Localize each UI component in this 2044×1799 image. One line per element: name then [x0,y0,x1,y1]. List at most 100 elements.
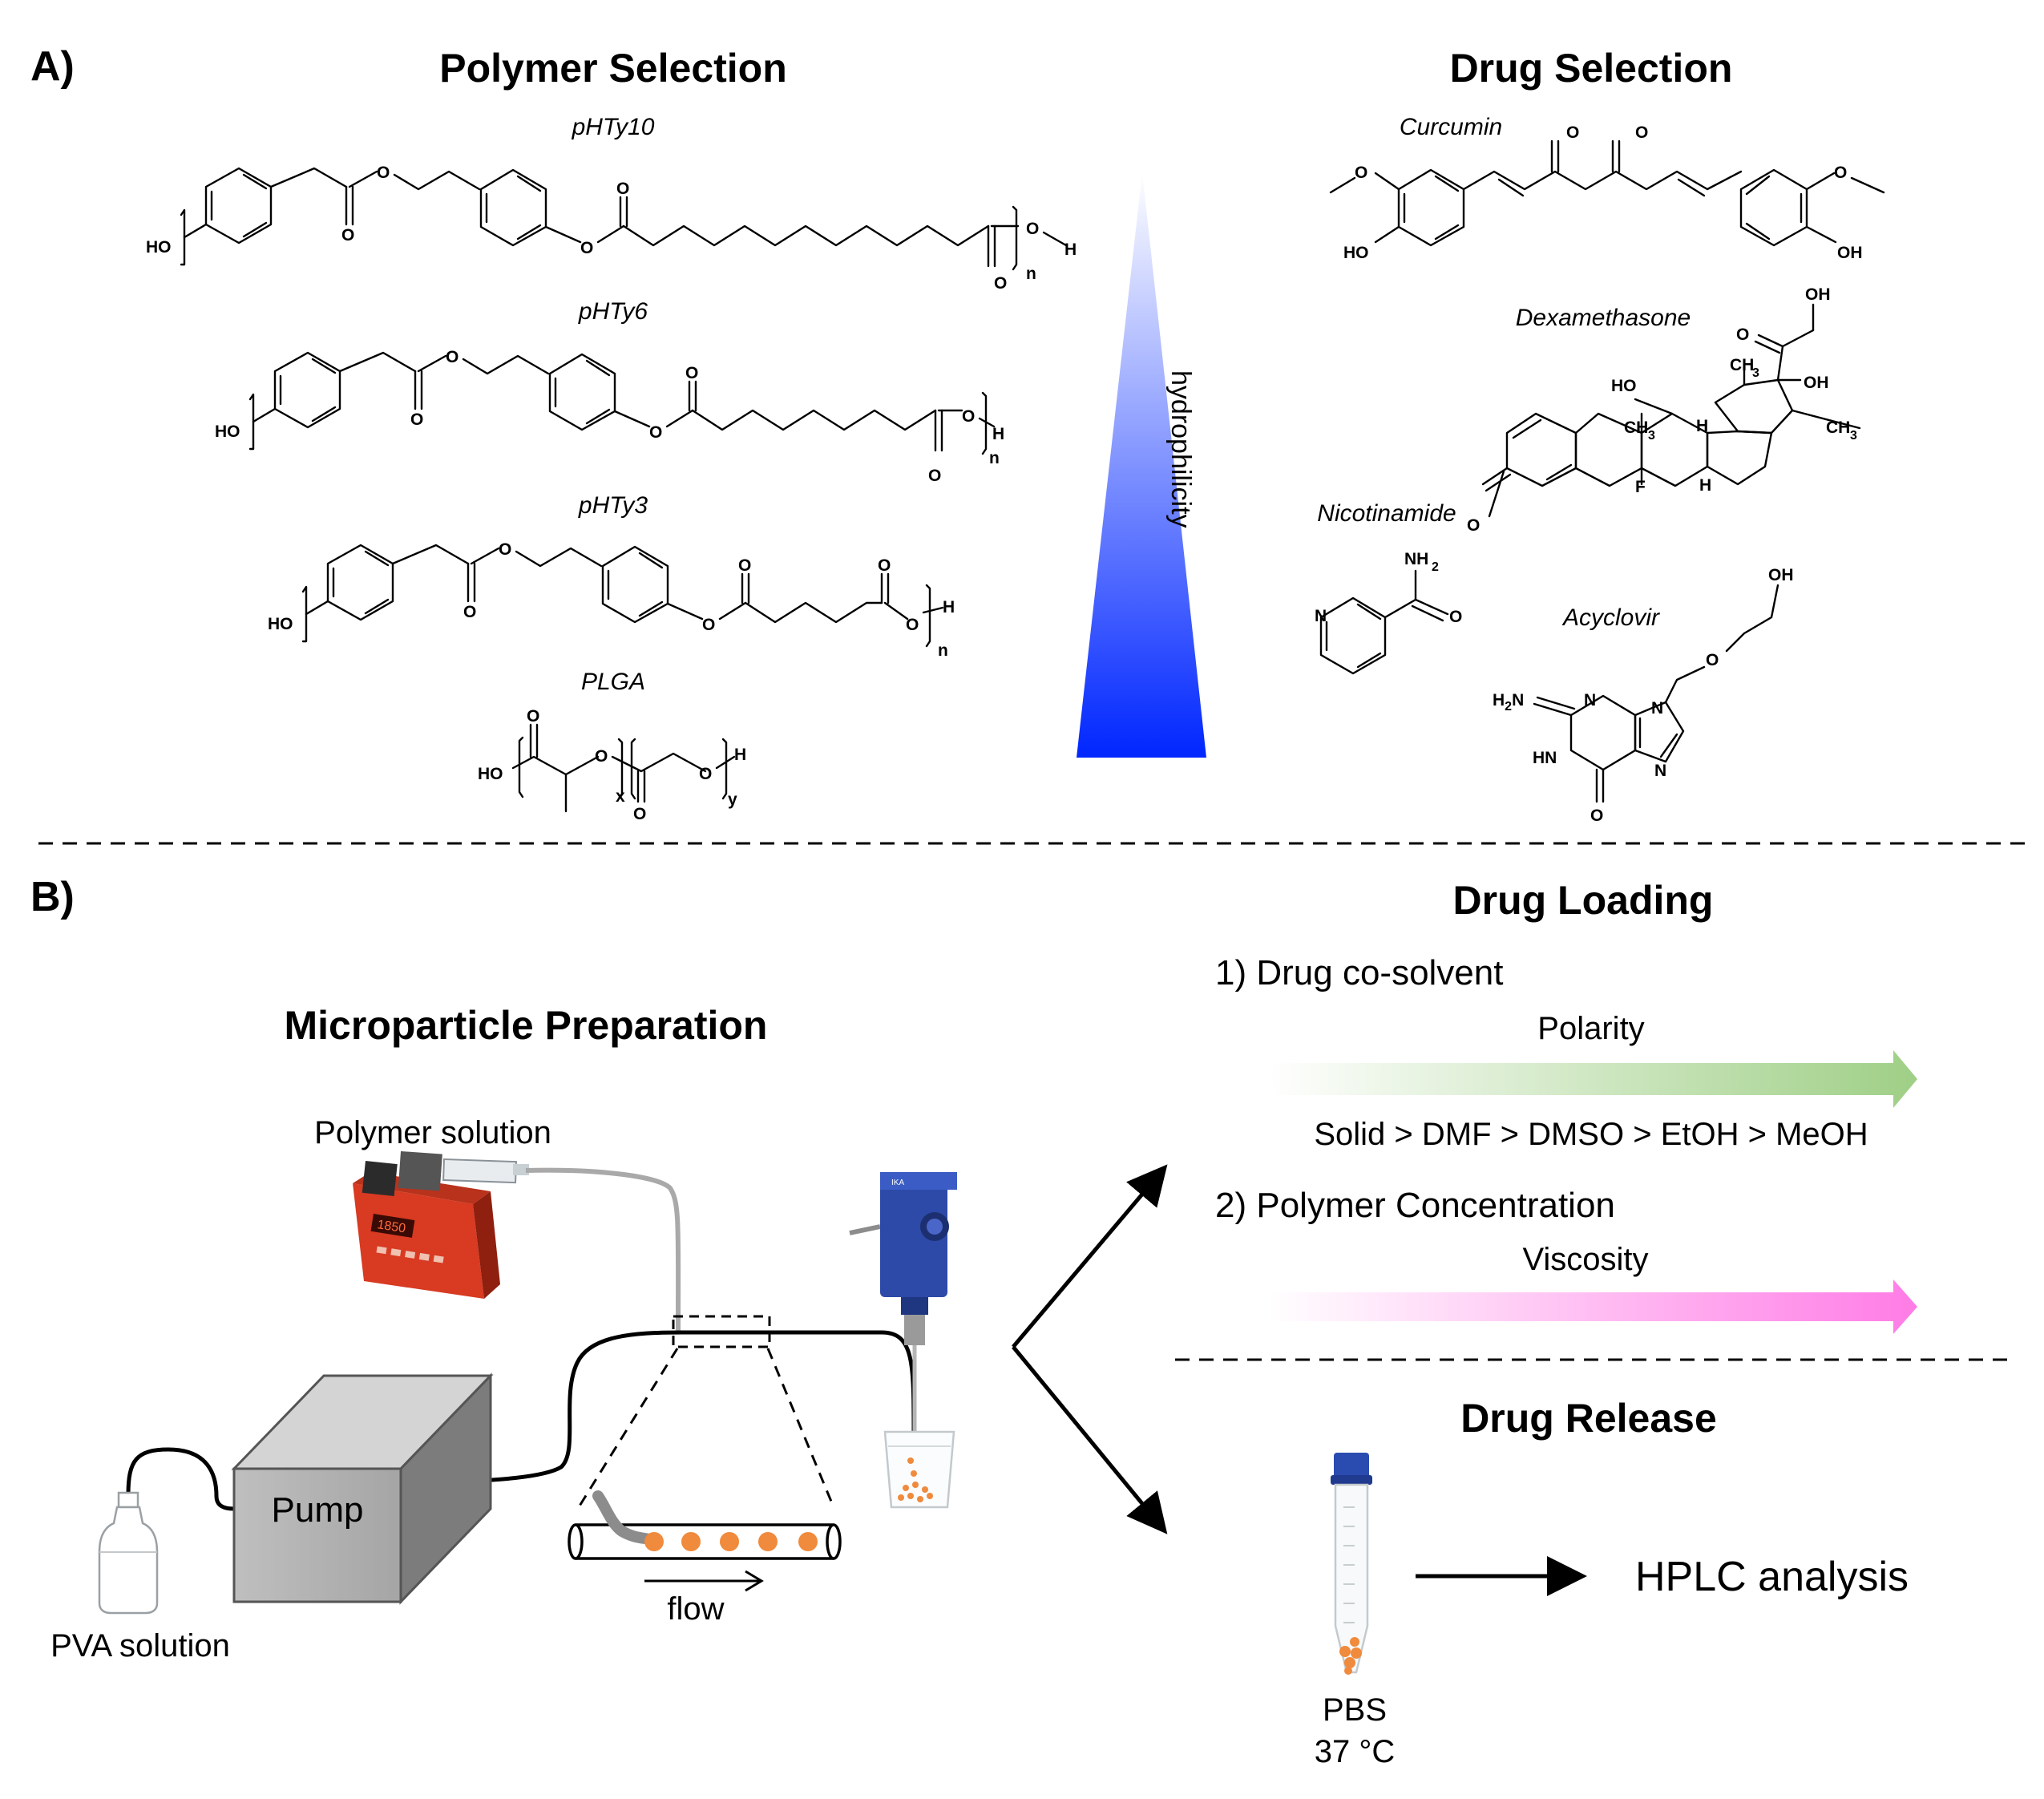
atom-o: O [699,765,712,783]
drug-curcumin: Curcumin O HO O O O OH [1329,114,1885,262]
microparticle [798,1532,818,1551]
atom-oh: OH [1837,244,1863,262]
tube-particle [1344,1657,1355,1668]
atom-f: F [1635,478,1646,496]
atom-sub3: 3 [1648,429,1655,443]
pump-display-value: 1850 [376,1218,406,1235]
tube-particle [1351,1647,1362,1659]
atom-nh2: NH [1404,550,1428,568]
hydrophilicity-label: hydrophilicity [1165,370,1196,528]
beaker-particle [898,1494,904,1501]
polymer-phty6: pHTy6 HO O O O O O O H n [215,298,1004,485]
atom-h: H [1696,417,1708,435]
microparticle-preparation-title: Microparticle Preparation [285,1003,768,1048]
drug-name: Curcumin [1400,114,1502,140]
atom-o: O [685,364,698,382]
repeat-y: y [728,790,737,809]
beaker-particle [922,1486,928,1493]
polymer-solution-label: Polymer solution [314,1115,551,1150]
polymer-name: pHTy3 [578,492,648,519]
atom-ho: HO [478,765,503,783]
tube-particle [1350,1637,1359,1647]
repeat-n: n [1026,265,1036,283]
polymer-tubing [525,1167,681,1333]
atom-o: O [878,556,891,575]
polymer-name: PLGA [581,669,645,695]
atom-o: O [1449,608,1462,626]
microparticle [644,1532,664,1551]
zoom-line-left [577,1348,679,1508]
beaker-particle [917,1496,923,1502]
atom-o: O [499,540,511,559]
atom-o: O [649,423,662,442]
drug-loading-title: Drug Loading [1453,878,1714,923]
repeat-n: n [938,641,948,660]
atom-ho: HO [215,422,240,441]
atom-n: N [1584,691,1596,709]
atom-oh: OH [1768,566,1794,584]
repeat-n: n [989,449,1000,467]
beaker-particle [911,1470,917,1477]
atom-h: H [992,425,1004,443]
drug-name: Nicotinamide [1317,500,1456,527]
atom-n: N [1315,607,1327,625]
atom-ch3: CH [1826,418,1850,437]
main-tubing [434,1330,916,1484]
atom-o: O [633,805,646,823]
atom-o: O [1355,164,1367,182]
polarity-label: Polarity [1537,1011,1644,1046]
flow-arrow-head [745,1570,764,1592]
atom-oh: OH [1804,374,1829,392]
stirrer-brand: IKA [891,1178,904,1187]
viscosity-arrow [1268,1280,1917,1334]
atom-sub2: 2 [1432,560,1439,574]
hplc-label: HPLC analysis [1635,1554,1909,1600]
microparticle [681,1532,701,1551]
atom-o: O [1026,220,1039,238]
syringe-pump: 1850 [353,1151,529,1299]
atom-h: H [734,746,746,764]
atom-o: O [1736,325,1749,344]
drug-nicotinamide: Nicotinamide N NH 2 O [1315,500,1462,675]
polymer-plga: PLGA HO O O x O O H y [478,669,746,823]
polymer-selection-title: Polymer Selection [439,46,787,91]
drug-acyclovir: Acyclovir OH O N N N O HN H2N [1493,566,1794,825]
atom-o: O [1706,651,1719,669]
overhead-stirrer: IKA [849,1172,957,1443]
step1-label: 1) Drug co-solvent [1215,953,1503,992]
atom-o: O [1467,516,1480,535]
microparticles [644,1532,818,1551]
microparticle [720,1532,739,1551]
drug-name: Acyclovir [1561,604,1660,631]
step2-label: 2) Polymer Concentration [1215,1186,1615,1225]
atom-o: O [1635,123,1648,142]
viscosity-label: Viscosity [1522,1242,1648,1277]
tube-particle [1339,1646,1351,1657]
hydrophilicity-gradient [1077,172,1206,758]
beaker [883,1430,955,1509]
atom-o: O [616,180,629,198]
atom-o: O [1834,164,1847,182]
polarity-arrow [1268,1050,1917,1108]
repeat-x: x [616,787,625,806]
atom-n: N [1651,699,1663,718]
arrow-to-loading [1012,1164,1168,1348]
pump-label: Pump [272,1490,364,1530]
atom-o: O [738,556,751,575]
atom-o: O [580,239,593,257]
atom-h: H [943,598,955,617]
atom-o: O [1566,123,1579,142]
polymer-name: pHTy6 [578,298,648,325]
atom-o: O [928,467,941,485]
zoom-region [672,1315,771,1348]
falcon-tube [1331,1453,1372,1675]
beaker-particle [907,1457,914,1464]
atom-ho: HO [268,615,293,633]
atom-h: H [1064,241,1077,259]
beaker-particle [912,1482,919,1488]
flow-label: flow [667,1591,724,1627]
pva-solution-label: PVA solution [50,1628,230,1664]
atom-sub3: 3 [1850,429,1857,443]
atom-h2n: H2N [1493,691,1524,714]
